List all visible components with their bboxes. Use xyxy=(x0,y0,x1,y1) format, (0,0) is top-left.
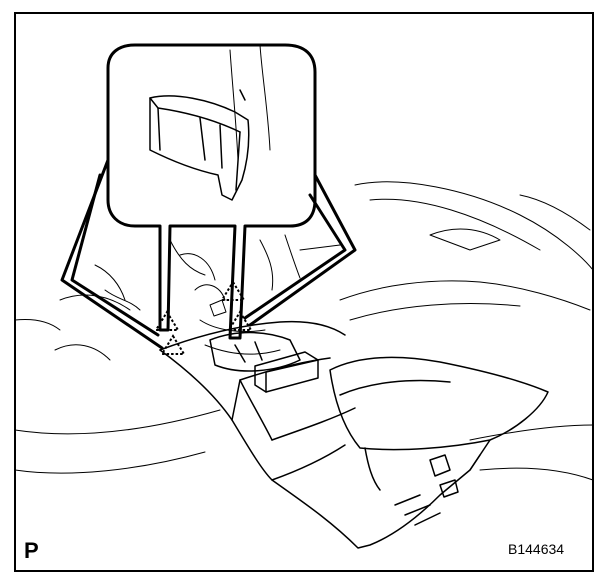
figure-frame xyxy=(14,12,594,572)
callout-leaders xyxy=(60,158,357,350)
wiring-area xyxy=(94,234,341,355)
detail-panel-part xyxy=(149,89,250,201)
detail-callout-balloon xyxy=(106,43,317,340)
figure-id: B144634 xyxy=(508,541,565,557)
center-console xyxy=(159,320,549,549)
background-interior xyxy=(14,44,594,481)
page-label: P xyxy=(24,538,39,563)
clip-marker-2 xyxy=(154,310,180,331)
clip-marker-3 xyxy=(227,310,253,331)
clip-marker-1 xyxy=(220,280,246,301)
clip-marker-4 xyxy=(160,334,186,355)
